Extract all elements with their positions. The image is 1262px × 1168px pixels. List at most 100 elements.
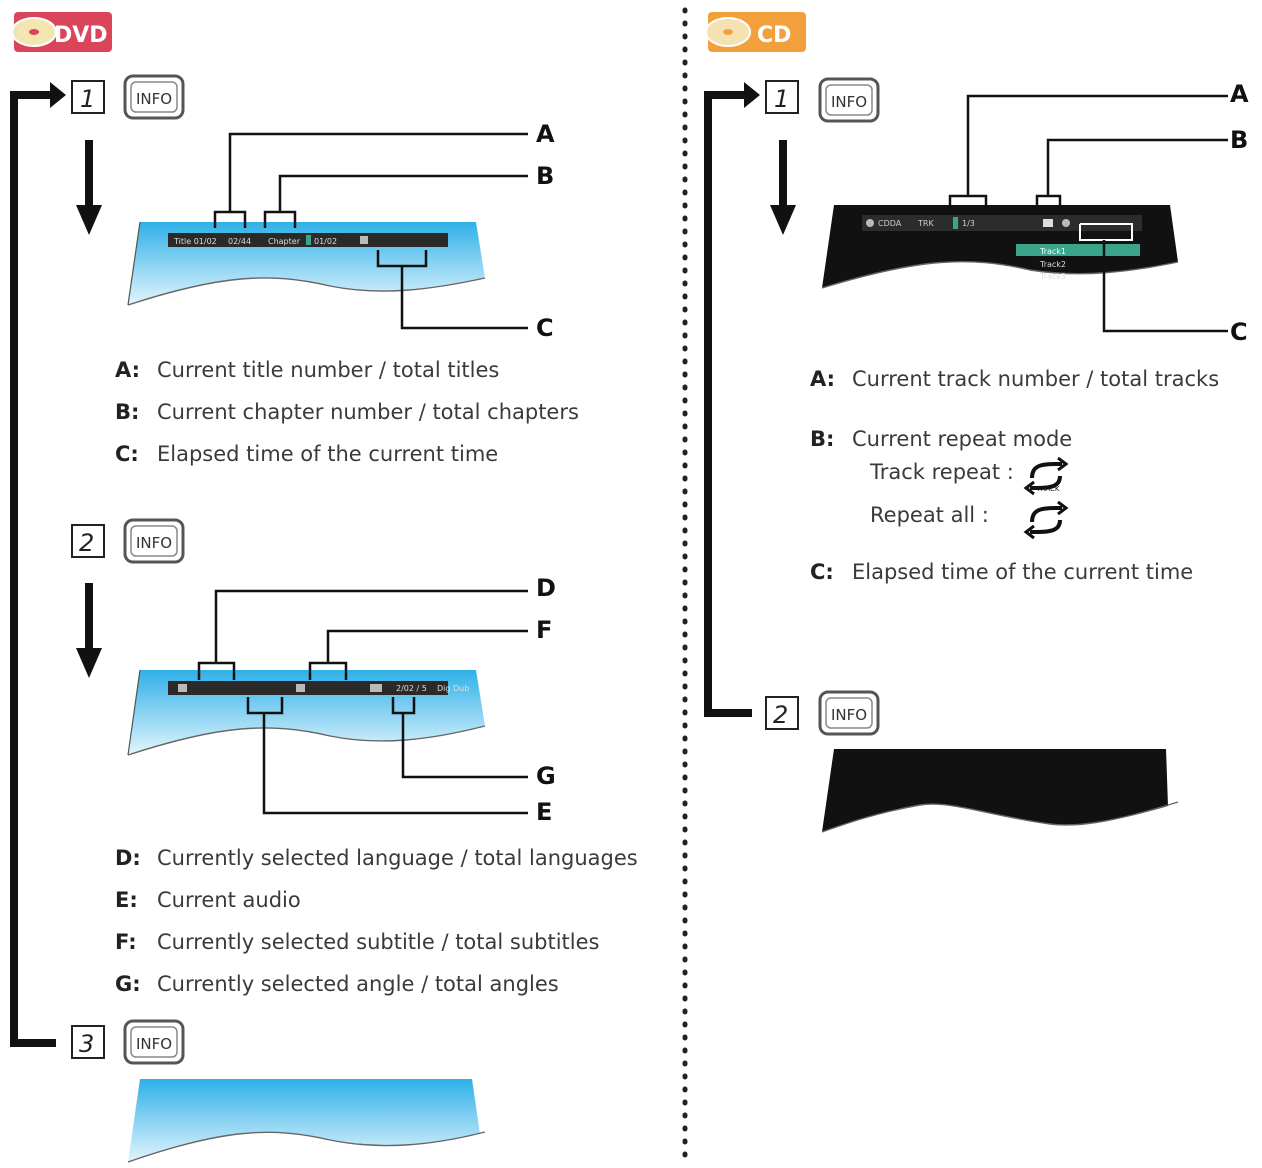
cd-loop-arrow xyxy=(704,91,752,717)
osd-cdda-text: CDDA xyxy=(878,219,902,228)
cd-info-button-2[interactable]: INFO xyxy=(818,690,880,736)
cd-badge-label: CD xyxy=(757,23,791,48)
callout-label-b: B xyxy=(1230,126,1248,154)
legend-key: C: xyxy=(115,442,139,466)
dvd-step-2: 2 xyxy=(71,524,105,558)
info-button-label: INFO xyxy=(831,93,867,111)
cd-step-1: 1 xyxy=(765,80,799,114)
info-button-label: INFO xyxy=(136,534,172,552)
dvd-step-3: 3 xyxy=(71,1025,105,1059)
dvd-info-button-3[interactable]: INFO xyxy=(123,1019,185,1065)
callout-label-a: A xyxy=(1230,80,1249,108)
osd-time-icon xyxy=(360,236,368,244)
dvd-osd-screen-1: Title 01/02 02/44 Chapter 01/02 xyxy=(127,221,486,306)
loop-arrow-head-icon xyxy=(744,82,760,108)
osd-time-icon xyxy=(1062,219,1070,227)
info-button-label: INFO xyxy=(136,1035,172,1053)
cd-osd-screen-2 xyxy=(821,749,1179,833)
callout-label-f: F xyxy=(536,616,552,644)
legend-text: Current audio xyxy=(157,888,301,912)
step-number: 2 xyxy=(773,701,788,729)
legend-text: Currently selected angle / total angles xyxy=(157,972,559,996)
legend-item: D: Currently selected language / total la… xyxy=(115,846,638,870)
legend-item: G: Currently selected angle / total angle… xyxy=(115,972,559,996)
callout-label-c: C xyxy=(1230,318,1248,346)
repeat-track-icon xyxy=(1023,456,1069,496)
dvd-step-1: 1 xyxy=(71,80,105,114)
legend-key: C: xyxy=(810,560,834,584)
legend-item: C: Elapsed time of the current time xyxy=(115,442,498,466)
legend-text: Currently selected subtitle / total subt… xyxy=(157,930,600,954)
callout-label-e: E xyxy=(536,798,552,826)
repeat-track-icon-text: TRACK xyxy=(1036,485,1060,493)
legend-key: A: xyxy=(810,367,836,391)
cd-callout-lines xyxy=(948,94,1228,333)
step-number: 3 xyxy=(79,1030,94,1058)
dvd-loop-arrow xyxy=(10,91,58,1047)
legend-key: G: xyxy=(115,972,141,996)
dvd-osd-screen-2: 2/02 / 5 Dig Dub xyxy=(127,669,486,756)
legend-key: B: xyxy=(115,400,140,424)
down-arrow-icon xyxy=(76,140,102,235)
osd-repeat-icon xyxy=(1043,219,1053,227)
dvd-info-button-2[interactable]: INFO xyxy=(123,518,185,564)
dvd-badge: DVD xyxy=(11,12,112,52)
legend-item: B:Current chapter number / total chapter… xyxy=(115,400,579,424)
angle-camera-icon xyxy=(370,684,382,692)
legend-key: F: xyxy=(115,930,137,954)
legend-text: Current repeat mode xyxy=(852,427,1073,451)
dvd-osd-screen-3 xyxy=(127,1079,486,1163)
osd-angle-text: Dig Dub xyxy=(437,684,469,693)
callout-label-d: D xyxy=(536,574,556,602)
track-list-highlight xyxy=(1016,244,1140,256)
callout-label-g: G xyxy=(536,762,556,790)
legend-text: Elapsed time of the current time xyxy=(157,442,499,466)
legend-item: B: Current repeat mode xyxy=(810,427,1072,451)
legend-text: Currently selected language / total lang… xyxy=(157,846,638,870)
step-number: 1 xyxy=(774,85,789,113)
osd-ch-text: 01/02 xyxy=(314,237,337,246)
osd-chapter-text: Chapter xyxy=(268,237,301,246)
legend-text: Current track number / total tracks xyxy=(852,367,1220,391)
repeat-mode-all-label: Repeat all : xyxy=(870,503,989,527)
dvd-info-button-1[interactable]: INFO xyxy=(123,74,185,120)
audio-icon xyxy=(178,684,187,692)
legend-key: B: xyxy=(810,427,835,451)
info-button-label: INFO xyxy=(136,90,172,108)
legend-text: Current title number / total titles xyxy=(157,358,500,382)
osd-lang-text: 2/02 / 5 xyxy=(396,684,427,693)
legend-text: Elapsed time of the current time xyxy=(852,560,1194,584)
osd-trk-text: TRK xyxy=(917,219,934,228)
step-number: 2 xyxy=(79,529,94,557)
repeat-all-icon xyxy=(1023,500,1069,540)
dvd-badge-label: DVD xyxy=(54,23,108,48)
legend-key: A: xyxy=(115,358,141,382)
down-arrow-icon xyxy=(76,583,102,678)
cd-badge: CD xyxy=(705,12,806,52)
subtitle-icon xyxy=(296,684,305,692)
track-item: Track1 xyxy=(1039,247,1066,256)
osd-title-text: Title 01/02 xyxy=(173,237,217,246)
legend-key: E: xyxy=(115,888,138,912)
dvd-callout-lines-2 xyxy=(197,589,528,815)
osd-trk-num: 1/3 xyxy=(962,219,975,228)
legend-item: A: Current track number / total tracks xyxy=(810,367,1219,391)
legend-item: E: Current audio xyxy=(115,888,301,912)
loop-arrow-head-icon xyxy=(50,82,66,108)
step-number: 1 xyxy=(80,85,95,113)
repeat-mode-track-label: Track repeat : xyxy=(870,460,1014,484)
legend-item: F: Currently selected subtitle / total su… xyxy=(115,930,599,954)
track-item: Track2 xyxy=(1039,260,1066,269)
dvd-callout-lines-1 xyxy=(213,132,528,330)
legend-key: D: xyxy=(115,846,141,870)
track-item: Track3 xyxy=(1039,272,1066,281)
cd-icon xyxy=(866,219,874,227)
down-arrow-icon xyxy=(770,140,796,235)
cd-step-2: 2 xyxy=(765,696,799,730)
info-button-label: INFO xyxy=(831,706,867,724)
cd-info-button-1[interactable]: INFO xyxy=(818,77,880,123)
callout-label-a: A xyxy=(536,120,555,148)
cd-osd-screen-1: CDDA TRK 1/3 Track1 Track2 Track3 xyxy=(821,205,1179,289)
callout-label-b: B xyxy=(536,162,554,190)
